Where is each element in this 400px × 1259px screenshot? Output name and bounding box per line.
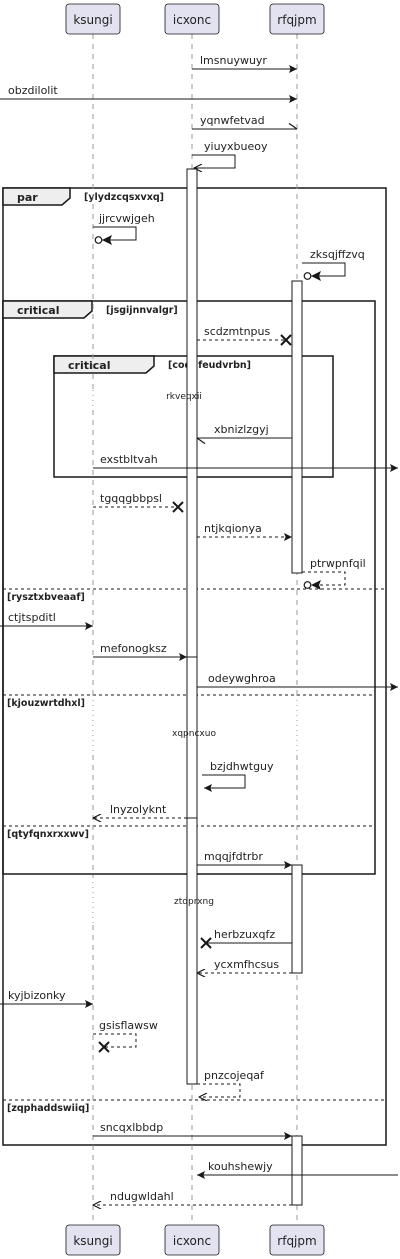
activation-bar-rfqjpm — [291, 280, 303, 574]
message-arrow — [93, 226, 137, 245]
message-label: jjrcvwjgeh — [98, 212, 155, 225]
participant-label: icxonc — [173, 13, 211, 27]
message-arrow — [192, 154, 236, 168]
fragment-keyword: critical — [68, 359, 110, 372]
message-zksqjffzvq[interactable]: zksqjffzvq — [302, 248, 365, 281]
activation-bar-rfqjpm — [291, 864, 303, 974]
fragment-section-guard: [rysztxbveaaf] — [7, 592, 85, 603]
fragment-guard: [codnfeudvrbn] — [168, 360, 251, 371]
message-label: kyjbizonky — [8, 989, 66, 1002]
fragment-section-guard: [kjouzwrtdhxl] — [7, 698, 85, 709]
message-yiuyxbueoy[interactable]: yiuyxbueoy — [192, 140, 268, 168]
message-label: mqqjfdtrbr — [204, 850, 263, 863]
fragment-keyword: par — [17, 191, 38, 204]
message-herbzuxqfz[interactable]: herbzuxqfz — [200, 928, 292, 949]
message-tgqqgbbpsl[interactable]: tgqqgbbpsl — [93, 492, 184, 513]
message-xbnizlzgyj[interactable]: xbnizlzgyj — [196, 423, 292, 445]
participant-label: icxonc — [173, 1234, 211, 1248]
message-label: odeywghroa — [208, 672, 276, 685]
message-label: exstbltvah — [100, 453, 158, 466]
fragment-keyword: critical — [17, 304, 59, 317]
message-label: ycxmfhcsus — [214, 958, 279, 971]
message-label: ptrwpnfqil — [310, 557, 366, 570]
message-label: zksqjffzvq — [310, 248, 365, 261]
message-ndugwldahl[interactable]: ndugwldahl — [93, 1190, 292, 1205]
message-ctjtspditl[interactable]: ctjtspditl — [0, 611, 93, 630]
message-exstbltvah[interactable]: exstbltvah — [93, 453, 398, 472]
message-sncqxlbbdp[interactable]: sncqxlbbdp — [93, 1121, 292, 1140]
message-scdzmtnpus[interactable]: scdzmtnpus — [197, 325, 292, 346]
delay-label: xqpncxuo — [172, 729, 216, 739]
fragment-guard: [jsgijnnvalgr] — [106, 305, 178, 316]
fragment-guard: [ylydzcqsxvxq] — [84, 192, 164, 203]
participant-label: rfqjpm — [277, 13, 316, 27]
message-label: obzdilolit — [8, 84, 58, 97]
message-label: gsisflawsw — [99, 1019, 158, 1032]
message-label: herbzuxqfz — [214, 928, 275, 941]
message-obzdilolit[interactable]: obzdilolit — [0, 84, 297, 103]
message-gsisflawsw[interactable]: gsisflawsw — [93, 1019, 158, 1053]
message-label: pnzcojeqaf — [204, 1069, 265, 1082]
message-label: yiuyxbueoy — [204, 140, 268, 153]
activation-bar-icxonc — [186, 168, 198, 1085]
message-label: xbnizlzgyj — [214, 423, 269, 436]
message-kouhshewjy[interactable]: kouhshewjy — [197, 1160, 398, 1179]
activation-bar-icxonc — [186, 656, 198, 819]
fragment-section-guard: [zqphaddswiiq] — [7, 1103, 89, 1114]
message-label: ctjtspditl — [8, 611, 56, 624]
message-label: bzjdhwtguy — [210, 760, 274, 773]
message-mqqjfdtrbr[interactable]: mqqjfdtrbr — [197, 850, 292, 869]
activation-bar-rfqjpm — [291, 1135, 303, 1206]
message-ycxmfhcsus[interactable]: ycxmfhcsus — [197, 958, 292, 973]
message-ntjkqionya[interactable]: ntjkqionya — [197, 522, 292, 541]
participant-rfqjpm-top[interactable]: rfqjpm — [269, 3, 325, 35]
participant-label: ksungi — [73, 13, 112, 27]
message-yqnwfetvad[interactable]: yqnwfetvad — [192, 114, 298, 130]
message-label: tgqqgbbpsl — [100, 492, 162, 505]
fragment-section-guard: [qtyfqnxrxxwv] — [7, 829, 89, 840]
participant-ksungi-bottom[interactable]: ksungi — [65, 1224, 121, 1256]
delay-label: rkveqxii — [166, 392, 202, 402]
message-odeywghroa[interactable]: odeywghroa — [197, 672, 398, 691]
participant-icxonc-bottom[interactable]: icxonc — [164, 1224, 220, 1256]
message-label: ntjkqionya — [204, 522, 262, 535]
message-label: mefonogksz — [100, 642, 167, 655]
message-mefonogksz[interactable]: mefonogksz — [93, 642, 187, 661]
message-arrow — [302, 571, 346, 590]
message-pnzcojeqaf[interactable]: pnzcojeqaf — [197, 1069, 265, 1097]
message-bzjdhwtguy[interactable]: bzjdhwtguy — [202, 760, 274, 792]
message-arrow — [202, 774, 246, 792]
message-label: kouhshewjy — [208, 1160, 273, 1173]
message-arrow — [197, 1083, 241, 1097]
message-lmsnuywuyr[interactable]: lmsnuywuyr — [192, 54, 297, 73]
message-label: scdzmtnpus — [204, 325, 270, 338]
message-arrow — [302, 262, 346, 281]
message-label: yqnwfetvad — [200, 114, 265, 127]
participant-rfqjpm-bottom[interactable]: rfqjpm — [269, 1224, 325, 1256]
message-label: sncqxlbbdp — [100, 1121, 163, 1134]
delay-label: ztdprxng — [174, 897, 214, 907]
message-label: lnyzolyknt — [110, 803, 167, 816]
participant-icxonc-top[interactable]: icxonc — [164, 3, 220, 35]
message-lnyzolyknt[interactable]: lnyzolyknt — [93, 803, 187, 818]
participant-label: rfqjpm — [277, 1234, 316, 1248]
message-label: lmsnuywuyr — [200, 54, 267, 67]
message-ptrwpnfqil[interactable]: ptrwpnfqil — [302, 557, 366, 590]
message-label: ndugwldahl — [110, 1190, 174, 1203]
message-arrow — [93, 1033, 137, 1053]
message-kyjbizonky[interactable]: kyjbizonky — [0, 989, 93, 1008]
participant-ksungi-top[interactable]: ksungi — [65, 3, 121, 35]
message-jjrcvwjgeh[interactable]: jjrcvwjgeh — [93, 212, 155, 245]
participant-label: ksungi — [73, 1234, 112, 1248]
